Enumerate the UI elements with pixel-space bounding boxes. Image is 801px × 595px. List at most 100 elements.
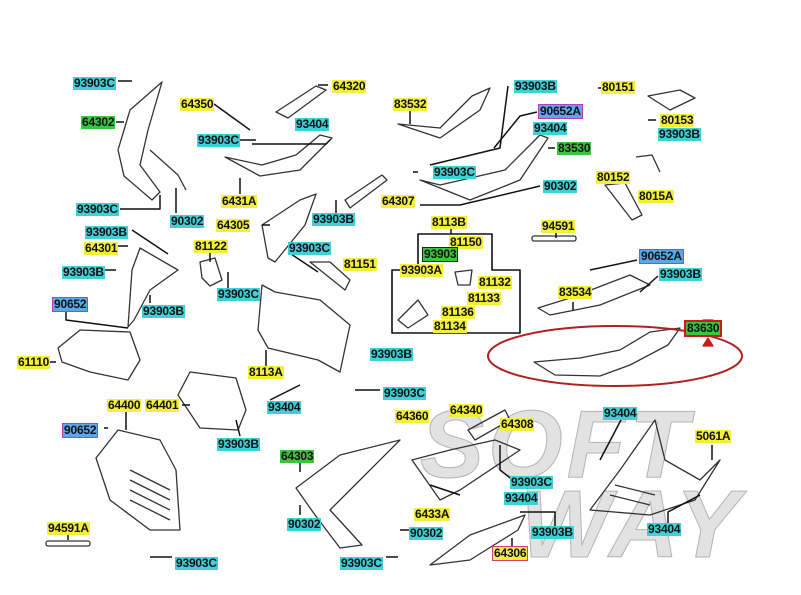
part-label-81134: 81134	[433, 319, 467, 333]
part-label-64307: 64307	[381, 194, 416, 208]
part-64400	[95, 429, 181, 531]
part-label-93903C: 93903C	[510, 475, 553, 489]
part-label-83534: 83534	[558, 285, 593, 299]
part-label-64308: 64308	[500, 417, 535, 431]
part-label-64306: 64306	[491, 546, 529, 561]
part-label-90302: 90302	[409, 526, 444, 540]
part-label-93404: 93404	[647, 522, 682, 536]
part-5061A	[589, 419, 721, 516]
part-label-93903C: 93903C	[197, 133, 240, 147]
part-label-94591A: 94591A	[47, 521, 90, 535]
part-label-90652: 90652	[61, 423, 99, 438]
part-label-64401: 64401	[145, 398, 180, 412]
part-label-64340: 64340	[449, 403, 484, 417]
part-label-80153: 80153	[660, 113, 695, 127]
part-label-93903B: 93903B	[62, 265, 105, 279]
part-label-93404: 93404	[533, 121, 568, 135]
part-label-80152: 80152	[596, 170, 631, 184]
part-label-8113A: 8113A	[248, 365, 284, 379]
part-label-81151: 81151	[343, 257, 377, 271]
part-label-93903B: 93903B	[514, 79, 557, 93]
part-label-93903A: 93903A	[400, 263, 443, 277]
part-61110	[57, 329, 141, 381]
part-label-81122: 81122	[194, 239, 228, 253]
part-label-93903: 93903	[421, 247, 459, 262]
highlight-ellipse	[487, 325, 743, 387]
part-label-93903C: 93903C	[73, 76, 116, 90]
part-label-81150: 81150	[449, 235, 483, 249]
part-label-93903C: 93903C	[288, 241, 331, 255]
part-label-81133: 81133	[467, 291, 501, 305]
part-80151	[647, 89, 696, 111]
part-8113A	[257, 284, 351, 373]
part-label-93903B: 93903B	[658, 127, 701, 141]
part-label-81132: 81132	[478, 275, 512, 289]
part-label-93903B: 93903B	[531, 525, 574, 539]
part-81132	[454, 269, 473, 286]
part-label-93903C: 93903C	[383, 386, 426, 400]
part-81122	[199, 257, 223, 287]
part-label-5061A: 5061A	[695, 429, 732, 443]
part-label-64350: 64350	[180, 97, 215, 111]
part-label-94591: 94591	[541, 219, 576, 233]
part-81151	[309, 261, 351, 291]
part-64301	[127, 247, 179, 328]
part-64307	[344, 174, 388, 209]
part-label-64302: 64302	[81, 115, 116, 129]
part-83630	[533, 327, 681, 377]
part-label-93404: 93404	[504, 491, 539, 505]
part-label-93903C: 93903C	[175, 556, 218, 570]
part-6433A	[411, 439, 521, 501]
part-label-6431A: 6431A	[221, 194, 258, 208]
part-label-8113B: 8113B	[431, 215, 467, 229]
part-label-90652A: 90652A	[639, 249, 684, 264]
part-label-93404: 93404	[267, 400, 302, 414]
part-label-90302: 90302	[170, 214, 205, 228]
part-64320	[275, 85, 327, 119]
part-label-93404: 93404	[295, 117, 330, 131]
part-label-83630: 83630	[683, 320, 723, 337]
part-label-80151: 80151	[601, 80, 636, 94]
part-label-90652A: 90652A	[538, 104, 583, 119]
part-label-8015A: 8015A	[638, 189, 675, 203]
part-label-83530: 83530	[557, 141, 592, 155]
watermark-line2: WAY	[520, 471, 744, 578]
part-label-93903B: 93903B	[312, 212, 355, 226]
part-label-64303: 64303	[280, 449, 315, 463]
part-64305	[261, 193, 317, 263]
part-label-64301: 64301	[84, 241, 119, 255]
part-label-93903B: 93903B	[85, 225, 128, 239]
part-label-90652: 90652	[51, 297, 89, 312]
part-64306	[429, 514, 526, 566]
part-label-64320: 64320	[332, 79, 367, 93]
part-8015A	[635, 154, 661, 173]
part-label-93903B: 93903B	[370, 347, 413, 361]
part-94591A	[45, 540, 91, 547]
part-label-81136: 81136	[441, 305, 475, 319]
part-label-61110: 61110	[17, 355, 51, 369]
part-64303	[295, 439, 401, 549]
part-label-64305: 64305	[216, 218, 251, 232]
part-label-93404: 93404	[603, 406, 638, 420]
part-81134	[397, 299, 429, 329]
part-label-93903C: 93903C	[340, 556, 383, 570]
part-label-64400: 64400	[107, 398, 142, 412]
part-label-90302: 90302	[287, 517, 322, 531]
part-83530	[419, 134, 549, 201]
part-label-93903C: 93903C	[76, 202, 119, 216]
part-83532	[397, 87, 491, 139]
part-label-93903B: 93903B	[659, 267, 702, 281]
part-label-64360: 64360	[395, 409, 430, 423]
part-label-93903C: 93903C	[217, 287, 260, 301]
part-label-93903B: 93903B	[217, 437, 260, 451]
part-label-6433A: 6433A	[414, 507, 451, 521]
part-label-90302: 90302	[543, 179, 578, 193]
leader-lines	[48, 80, 713, 558]
part-label-93903B: 93903B	[142, 304, 185, 318]
part-64302	[117, 81, 187, 201]
part-83534	[537, 274, 651, 316]
part-label-93903C: 93903C	[433, 165, 476, 179]
part-6431A	[224, 134, 333, 177]
